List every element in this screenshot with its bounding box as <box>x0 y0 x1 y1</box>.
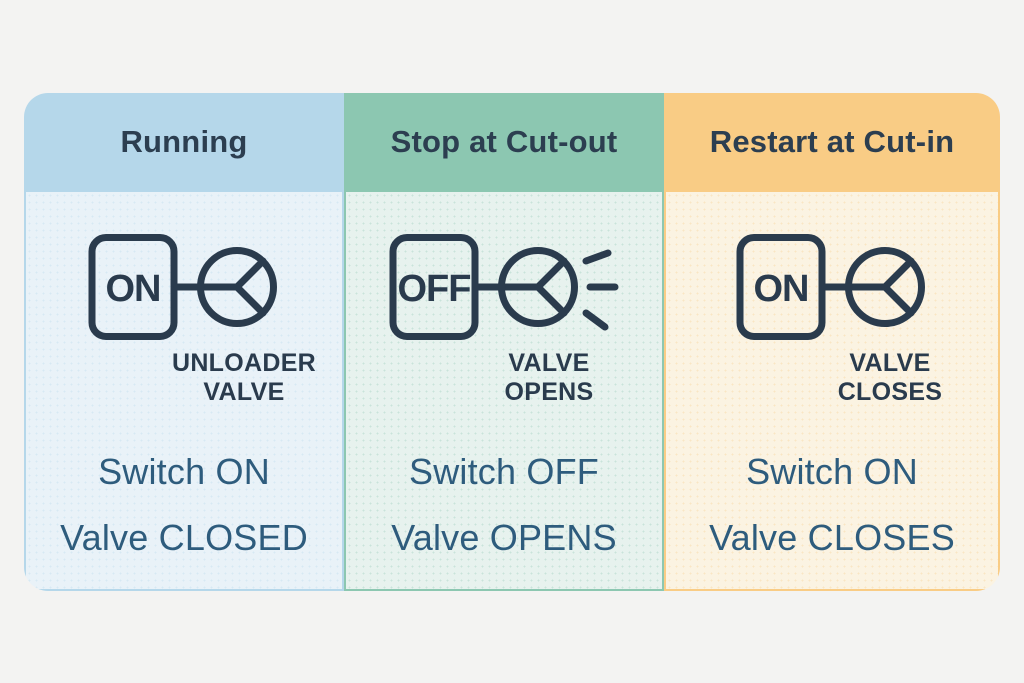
valve-label-line-1: UNLOADER <box>171 348 317 377</box>
air-release-lines <box>582 249 619 330</box>
valve-circle-icon <box>498 246 578 327</box>
switch-valve-icon: OFF <box>389 233 619 340</box>
column-title: Running <box>120 124 248 159</box>
column-header: Running <box>24 92 344 192</box>
switch-state-icon-label: OFF <box>398 268 471 310</box>
valve-circle-icon <box>197 246 277 327</box>
switch-state-icon-label: ON <box>106 268 161 310</box>
column-running: Running ON UNLOADER VALVE <box>24 92 344 591</box>
column-body: ON UNLOADER VALVE Switch ON Valve CLOSED <box>24 191 344 591</box>
valve-label-line-2: VALVE <box>203 377 285 406</box>
valve-state-text: Valve CLOSES <box>709 516 955 558</box>
switch-valve-icon: ON <box>736 233 925 340</box>
column-restart-at-cut-in: Restart at Cut-in ON VALVE CLOSES <box>664 92 1000 591</box>
valve-label-line-1: VALVE <box>508 348 590 377</box>
valve-states-table: Running ON UNLOADER VALVE <box>24 92 1000 591</box>
valve-label-line-1: VALVE <box>849 348 931 377</box>
valve-branch-upper <box>881 257 915 290</box>
column-header: Stop at Cut-out <box>344 92 664 192</box>
column-title: Stop at Cut-out <box>390 124 618 159</box>
column-title: Restart at Cut-in <box>709 124 955 159</box>
valve-branch-lower <box>881 283 915 316</box>
switch-state-icon-label: ON <box>754 268 809 310</box>
column-body: OFF VALVE OPENS Switch OFF Valve OPENS <box>344 191 664 591</box>
valve-label-line-2: CLOSES <box>837 377 943 406</box>
switch-state-text: Switch ON <box>746 450 918 492</box>
column-header: Restart at Cut-in <box>664 92 1000 192</box>
switch-state-text: Switch ON <box>98 450 270 492</box>
valve-branch-lower <box>233 283 267 316</box>
column-body: ON VALVE CLOSES Switch ON Valve CLOSES <box>664 191 1000 591</box>
column-stop-at-cut-out: Stop at Cut-out <box>344 92 664 591</box>
valve-state-label: VALVE OPENS <box>504 349 593 407</box>
valve-state-text: Valve OPENS <box>391 516 617 558</box>
valve-circle-icon <box>845 246 925 327</box>
valve-state-label: VALVE CLOSES <box>838 349 943 407</box>
switch-state-text: Switch OFF <box>408 450 599 492</box>
valve-state-text: Valve CLOSED <box>60 516 308 558</box>
valve-label-line-2: OPENS <box>504 377 594 406</box>
switch-valve-icon: ON <box>88 233 277 340</box>
valve-branch-upper <box>233 257 267 290</box>
valve-branch-upper <box>534 257 568 290</box>
valve-branch-lower <box>534 283 568 316</box>
valve-state-label: UNLOADER VALVE <box>172 349 316 407</box>
